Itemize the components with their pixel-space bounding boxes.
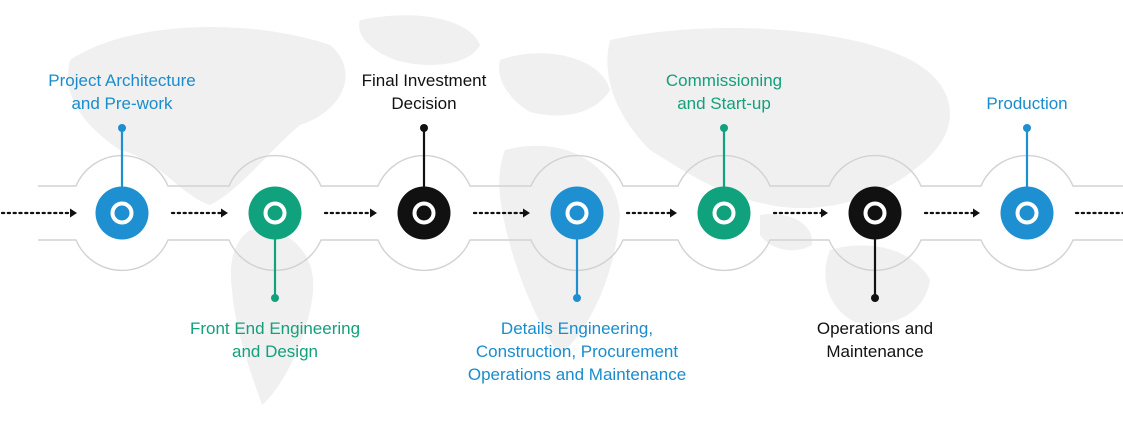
stage-2-label-line: Front End Engineering xyxy=(189,319,361,338)
stage-1-pin xyxy=(118,124,126,132)
stage-5-label: Commissioning and Start-up xyxy=(666,69,782,115)
stage-2-label-line: and Design xyxy=(231,342,319,361)
stage-1-label: Project Architecture and Pre-work xyxy=(48,69,195,115)
stage-4-ring-icon xyxy=(565,201,589,225)
arrow-head-4 xyxy=(523,208,530,218)
stage-3-label-line: Final Investment xyxy=(361,71,487,90)
arrow-head-3 xyxy=(370,208,377,218)
arrow-head-2 xyxy=(221,208,228,218)
arrow-head-1 xyxy=(70,208,77,218)
stage-4-label: Details Engineering, Construction, Procur… xyxy=(468,317,686,386)
stage-6-label-line: Maintenance xyxy=(826,342,924,361)
stage-2-pin xyxy=(271,294,279,302)
stage-6-label-line: Operations and xyxy=(816,319,934,338)
stage-4-pin xyxy=(573,294,581,302)
stage-1-node xyxy=(95,186,149,240)
stage-6-pin xyxy=(871,294,879,302)
stage-2-ring-icon xyxy=(263,201,287,225)
stage-3-pin xyxy=(420,124,428,132)
stage-3-ring-icon xyxy=(412,201,436,225)
stage-5-ring-icon xyxy=(712,201,736,225)
arrow-head-7 xyxy=(973,208,980,218)
stage-7-node xyxy=(1000,186,1054,240)
stage-1-label-line: Project Architecture xyxy=(48,71,196,90)
stage-7-pin xyxy=(1023,124,1031,132)
arrow-head-5 xyxy=(670,208,677,218)
stage-7-label: Production xyxy=(986,92,1067,115)
stage-1-ring-icon xyxy=(110,201,134,225)
stage-6-node xyxy=(848,186,902,240)
stage-5-label-line: and Start-up xyxy=(677,94,771,113)
stage-5-label-line: Commissioning xyxy=(665,71,783,90)
stage-2-label: Front End Engineering and Design xyxy=(190,317,360,363)
stage-4-node xyxy=(550,186,604,240)
stage-3-label-line: Decision xyxy=(391,94,457,113)
stage-5-pin xyxy=(720,124,728,132)
stage-1-label-line: and Pre-work xyxy=(71,94,173,113)
stage-4-label-line: Details Engineering, xyxy=(500,319,654,338)
stage-7-label-line: Production xyxy=(986,94,1068,113)
stage-4-label-line: Construction, Procurement xyxy=(475,342,679,361)
stage-5-node xyxy=(697,186,751,240)
stage-4-label-line: Operations and Maintenance xyxy=(467,365,687,384)
arrow-head-6 xyxy=(821,208,828,218)
stage-7-ring-icon xyxy=(1015,201,1039,225)
stage-6-ring-icon xyxy=(863,201,887,225)
stage-3-node xyxy=(397,186,451,240)
stage-2-node xyxy=(248,186,302,240)
